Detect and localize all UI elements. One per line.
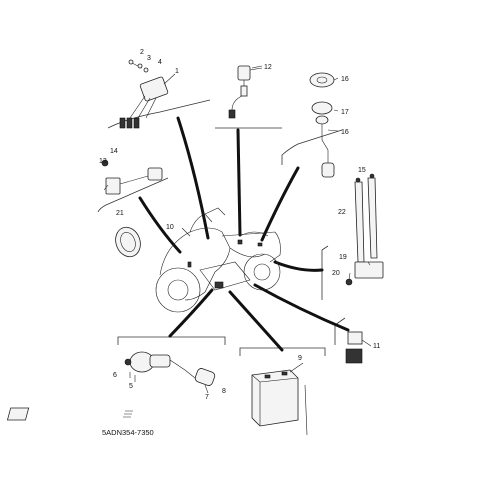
- ignition-coil-assembly: [124, 351, 216, 386]
- callout-21: 21: [116, 210, 124, 217]
- callout-12: 12: [264, 64, 272, 71]
- callout-3: 3: [147, 55, 151, 62]
- battery-part: [251, 369, 308, 436]
- flasher-relay: [101, 159, 163, 195]
- callout-leaders: [103, 65, 372, 394]
- callout-5: 5: [129, 383, 133, 390]
- callout-14: 14: [110, 148, 118, 155]
- callout-11: 11: [373, 343, 380, 350]
- wire-to-battery: [228, 290, 284, 352]
- wire-to-sensor: [236, 128, 242, 237]
- callout-7: 7: [205, 394, 209, 401]
- callout-8: 8: [222, 388, 226, 395]
- callout-labels: 1 2 3 4 5 6 7 8 9 10 11 12 13 14 15 16 1…: [99, 49, 380, 401]
- callout-13: 13: [99, 158, 107, 165]
- callout-6: 6: [113, 372, 117, 379]
- scooter-illustration: [155, 207, 281, 313]
- wire-to-ignition-coil: [168, 288, 214, 338]
- callout-4: 4: [158, 59, 162, 66]
- wire-to-relay: [176, 116, 210, 240]
- callout-2: 2: [140, 49, 144, 56]
- callout-22: 22: [338, 209, 346, 216]
- callout-10: 10: [166, 224, 174, 231]
- manual-booklet-icon: [6, 407, 133, 421]
- callout-17: 17: [341, 109, 349, 116]
- wire-to-fuel-sender: [260, 166, 300, 242]
- callout-15: 15: [358, 167, 366, 174]
- callout-20: 20: [332, 270, 340, 277]
- group-bracket-bottom-center: [239, 347, 326, 356]
- group-bracket-far-right: [334, 317, 346, 345]
- callout-9: 9: [298, 355, 302, 362]
- group-bracket-bottom-left: [117, 336, 226, 345]
- mounting-bracket: [345, 261, 384, 286]
- group-bracket-top-right: [281, 129, 343, 165]
- callout-19: 19: [339, 254, 347, 261]
- callout-1: 1: [175, 68, 179, 75]
- wire-to-right-bracket: [273, 260, 324, 272]
- fuse-part: [345, 331, 363, 364]
- speed-sensor: [228, 65, 263, 119]
- relay-assembly: [119, 59, 169, 129]
- fuel-sender-unit: [309, 72, 339, 178]
- diagram-code-label: 5ADN354-7350: [102, 428, 154, 437]
- callout-16-bottom: 16: [341, 129, 349, 136]
- wire-to-fuse: [253, 283, 350, 332]
- grommet-part: [115, 226, 141, 258]
- group-bracket-left: [97, 177, 169, 213]
- wire-to-flasher: [138, 196, 182, 254]
- group-bracket-right: [321, 245, 329, 300]
- cable-bands: [354, 173, 378, 263]
- callout-16-top: 16: [341, 76, 349, 83]
